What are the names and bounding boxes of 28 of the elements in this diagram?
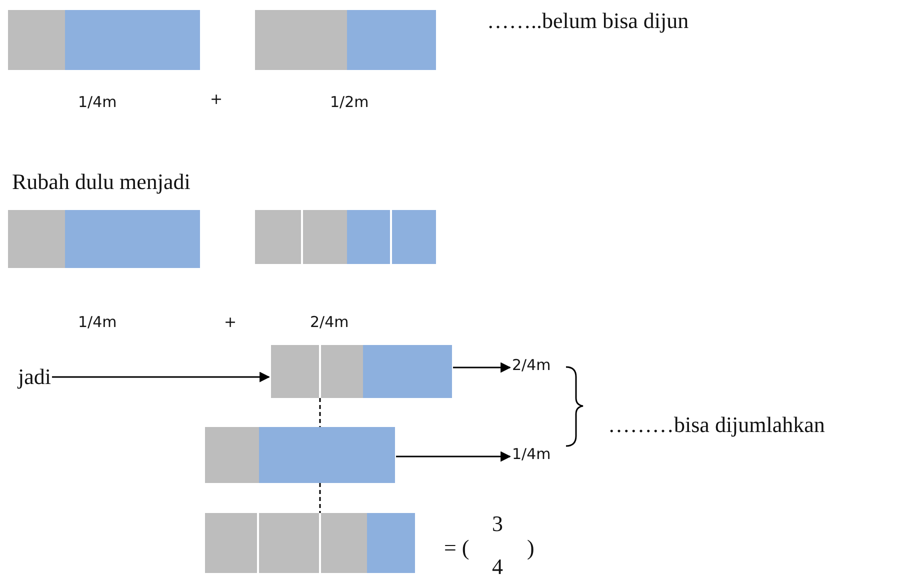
dashed-line (319, 398, 321, 427)
fraction-label: 1/4m (78, 315, 117, 330)
text-label: jadi (18, 366, 51, 388)
fraction-bar (205, 513, 415, 573)
fraction-bar (8, 10, 200, 70)
arrow (396, 451, 512, 462)
denominator: 4 (492, 556, 503, 578)
arrow (52, 372, 270, 382)
fraction-label: 1/2m (330, 95, 369, 110)
fraction-bar (271, 345, 452, 398)
dashed-line (319, 483, 321, 513)
text-label: 1/4m (512, 447, 551, 462)
fraction-bar (205, 427, 395, 483)
equals-text: = ( (444, 537, 470, 559)
note-text: ……..belum bisa dijun (487, 10, 689, 32)
closing-parenthesis: ) (527, 537, 534, 559)
text-label: 2/4m (512, 358, 551, 373)
fraction-bar (255, 10, 436, 70)
fraction-label: 1/4m (78, 95, 117, 110)
note-text: ………bisa dijumlahkan (608, 414, 825, 436)
plus-sign: + (224, 315, 237, 330)
fraction-bar (8, 210, 200, 268)
instruction-text: Rubah dulu menjadi (12, 171, 190, 193)
fraction-label: 2/4m (310, 315, 349, 330)
arrow (453, 362, 512, 373)
plus-sign: + (210, 92, 223, 107)
numerator: 3 (492, 513, 503, 535)
fraction-bar (255, 210, 436, 264)
